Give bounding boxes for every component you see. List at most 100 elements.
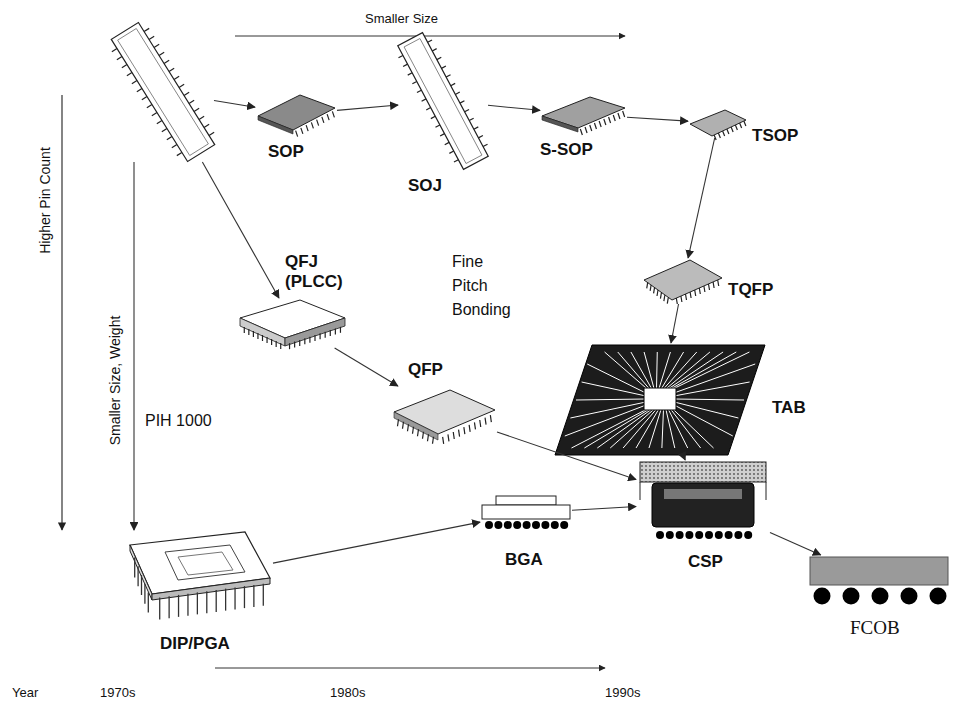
pin-stroke xyxy=(325,332,326,338)
evolution-arrow xyxy=(688,138,715,258)
tab-lead xyxy=(666,409,675,448)
solder-ball xyxy=(744,531,752,539)
pin-stroke xyxy=(206,591,207,613)
solder-ball xyxy=(513,521,521,529)
pin-stroke xyxy=(418,429,419,436)
pin-stroke xyxy=(609,117,611,123)
pin-stroke xyxy=(428,434,429,441)
pin-stroke xyxy=(723,131,725,136)
pin-stroke xyxy=(408,73,412,75)
pin-stroke xyxy=(417,90,421,92)
tab-lead xyxy=(675,405,733,436)
solder-ball xyxy=(504,521,512,529)
pin-stroke xyxy=(718,133,720,138)
pin-stroke xyxy=(141,575,142,595)
pin-stroke xyxy=(431,116,435,118)
soj-package xyxy=(393,30,492,171)
pin-stroke xyxy=(197,592,198,614)
pin-stroke xyxy=(412,81,416,83)
flip-chip xyxy=(810,557,948,605)
pin-stroke xyxy=(618,113,620,119)
pin-stroke xyxy=(144,28,149,31)
pin-stroke xyxy=(299,340,300,346)
qfj-package xyxy=(240,300,345,349)
pin-stroke xyxy=(594,123,596,129)
pin-stroke xyxy=(398,55,402,57)
pin-stroke xyxy=(177,152,182,155)
pin-stroke xyxy=(403,64,407,66)
solder-ball xyxy=(666,531,674,539)
pin-stroke xyxy=(686,294,687,300)
package-name: QFP xyxy=(408,360,443,380)
pin-stroke xyxy=(253,331,254,337)
pin-stroke xyxy=(248,329,249,335)
pin-stroke xyxy=(244,327,245,333)
pin-stroke xyxy=(480,420,481,427)
pin-stroke xyxy=(667,298,668,304)
evolution-arrow xyxy=(671,304,679,343)
package-node: QFP xyxy=(392,386,497,442)
solder-ball xyxy=(814,588,831,605)
pin-stroke xyxy=(443,437,444,444)
tab-lead xyxy=(668,409,688,448)
solder-ball xyxy=(930,588,947,605)
pin-stroke xyxy=(613,115,615,121)
pin-stroke xyxy=(147,104,152,107)
tsop-package xyxy=(690,110,746,140)
solder-ball xyxy=(843,588,860,605)
pin-stroke xyxy=(204,124,209,127)
pin-stroke xyxy=(169,68,174,71)
solder-ball xyxy=(485,521,493,529)
package-name: TAB xyxy=(772,398,806,418)
pin-stroke xyxy=(428,40,432,42)
pin-stroke xyxy=(253,585,254,607)
pin-stroke xyxy=(296,131,298,137)
pin-stroke xyxy=(449,151,453,153)
pin-stroke xyxy=(309,337,310,343)
pin-stroke xyxy=(311,122,313,128)
pin-stroke xyxy=(234,587,235,609)
note-label: 1990s xyxy=(605,684,640,701)
tab-lead xyxy=(656,352,658,389)
pin-stroke xyxy=(455,92,459,94)
solder-ball xyxy=(523,521,531,529)
pin-stroke xyxy=(690,292,691,298)
pin-stroke xyxy=(289,343,290,349)
csp-package xyxy=(640,462,766,539)
pin-stroke xyxy=(179,84,184,87)
pin-stroke xyxy=(137,566,138,586)
pin-stroke xyxy=(327,114,329,120)
pin-stroke xyxy=(225,589,226,611)
package-node: CSP xyxy=(636,460,770,545)
pin-stroke xyxy=(398,419,399,426)
note-label: 1980s xyxy=(330,684,365,701)
pin-stroke xyxy=(322,117,324,123)
pin-stroke xyxy=(718,280,719,286)
package-node: SOP xyxy=(255,92,337,136)
pin-stroke xyxy=(735,125,737,130)
pin-stroke xyxy=(266,337,267,343)
tab-lead xyxy=(671,352,737,389)
pin-stroke xyxy=(654,287,655,293)
pin-stroke xyxy=(740,123,742,128)
package-node: TAB xyxy=(553,343,767,457)
pin-stroke xyxy=(144,584,145,604)
pin-stroke xyxy=(263,584,264,606)
pin-stroke xyxy=(664,295,665,301)
pin-stroke xyxy=(435,125,439,127)
pin-stroke xyxy=(451,83,455,85)
pin-stroke xyxy=(485,418,486,425)
evolution-arrow xyxy=(335,348,398,386)
pin-stroke xyxy=(423,432,424,439)
package-node: SOJ xyxy=(398,33,488,169)
note-label: Year xyxy=(12,684,38,701)
pin-stroke xyxy=(437,57,441,59)
solder-ball xyxy=(872,588,889,605)
pin-stroke xyxy=(174,76,179,79)
pin-stroke xyxy=(727,129,729,134)
evolution-arrow xyxy=(214,100,255,107)
package-name: TSOP xyxy=(752,126,798,146)
pin-stroke xyxy=(408,424,409,431)
pin-stroke xyxy=(647,282,648,288)
